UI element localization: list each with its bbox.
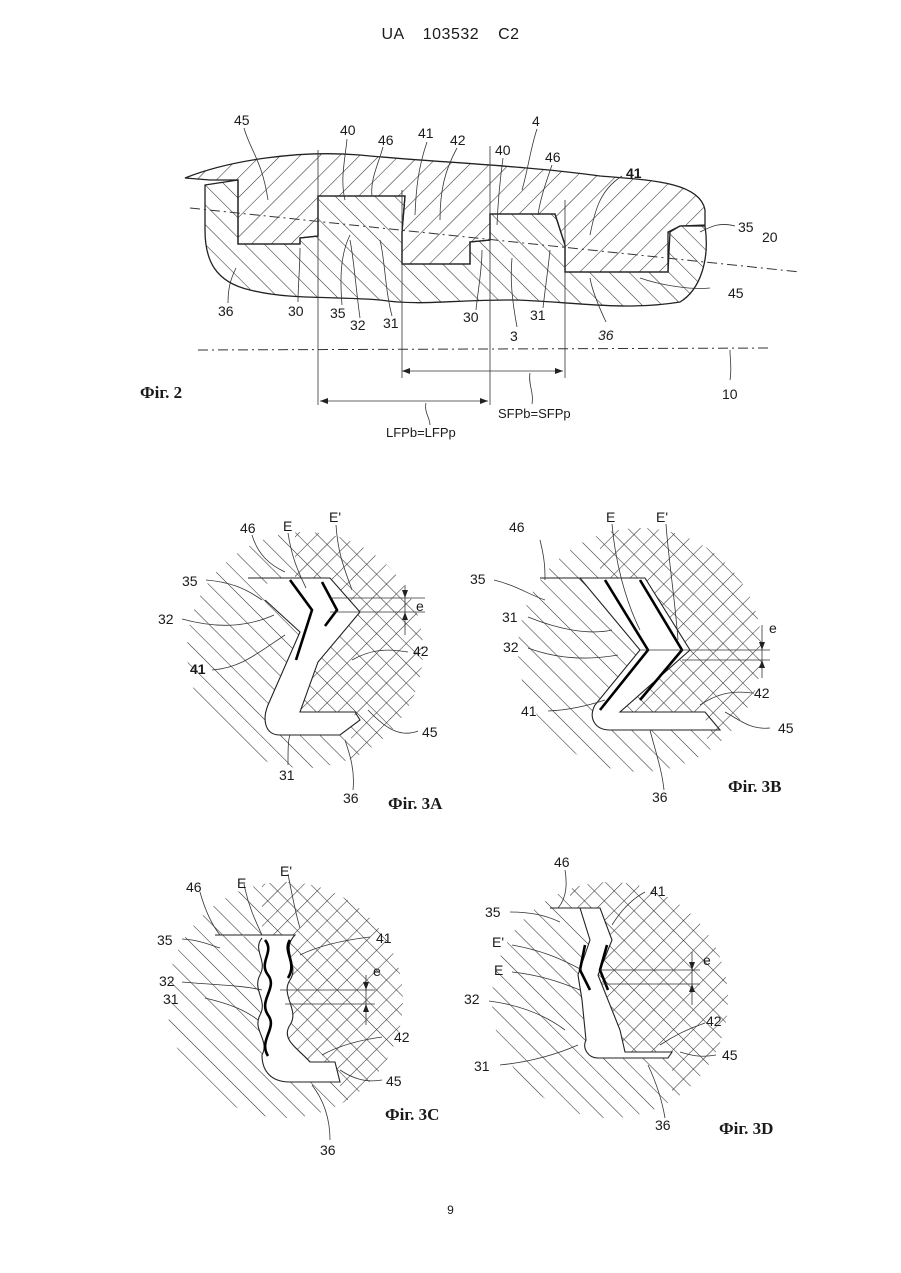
fig3c-label: 42: [394, 1029, 410, 1045]
fig3d-label: 32: [464, 991, 480, 1007]
fig3b-label: 35: [470, 571, 486, 587]
fig2-label: 41: [418, 125, 434, 141]
fig2-label: 45: [234, 112, 250, 128]
fig3c-caption: Фіг. 3C: [385, 1105, 439, 1124]
fig3b-label: 42: [754, 685, 770, 701]
fig3b-label: 31: [502, 609, 518, 625]
fig3c-label: 32: [159, 973, 175, 989]
fig3a-label: 46: [240, 520, 256, 536]
fig2-label: 3: [510, 328, 518, 344]
fig3a-label: 31: [279, 767, 295, 783]
fig3d-label: E: [494, 962, 503, 978]
fig2-label: 30: [288, 303, 304, 319]
fig3d-label: 36: [655, 1117, 671, 1133]
figure-3d: 46 41 35 E' e E 32 42 31 45 36 Фіг. 3D: [464, 820, 773, 1138]
figure-3b: 46 E E' 35 31 e 32 42 41 45 36 Фіг. 3B: [470, 470, 794, 805]
fig2-dim-short: SFPb=SFPp: [498, 406, 571, 421]
fig2-label: 20: [762, 229, 778, 245]
fig3a-caption: Фіг. 3A: [388, 794, 443, 813]
fig2-label: 46: [545, 149, 561, 165]
fig3d-caption: Фіг. 3D: [719, 1119, 773, 1138]
fig3d-label: 46: [554, 854, 570, 870]
fig3d-label: E': [492, 934, 504, 950]
fig3a-label: E': [329, 509, 341, 525]
fig2-label: 40: [495, 142, 511, 158]
fig3c-label: 41: [376, 930, 392, 946]
page-number: 9: [0, 1203, 901, 1217]
fig3a-label: 36: [343, 790, 359, 806]
fig2-label: 32: [350, 317, 366, 333]
fig3d-label: 42: [706, 1013, 722, 1029]
main-axis-line: [198, 348, 772, 350]
fig2-label: 35: [738, 219, 754, 235]
fig3c-label: E: [237, 875, 246, 891]
fig3d-label: 31: [474, 1058, 490, 1074]
fig2-label: 10: [722, 386, 738, 402]
fig2-label: 36: [218, 303, 234, 319]
fig3c-label: 35: [157, 932, 173, 948]
fig3b-label: E': [656, 509, 668, 525]
fig3c-label: 31: [163, 991, 179, 1007]
fig3a-label: 45: [422, 724, 438, 740]
fig3a-label: e: [416, 598, 424, 614]
fig2-label: 30: [463, 309, 479, 325]
fig3a-label: 41: [190, 661, 206, 677]
fig3d-label: e: [703, 952, 711, 968]
figure-3c: 46 E E' 35 41 e 32 31 42 45 36 Фіг. 3C: [157, 820, 439, 1158]
fig2-label: 31: [530, 307, 546, 323]
fig3c-label: E': [280, 863, 292, 879]
fig2-dim-long: LFPb=LFPp: [386, 425, 456, 440]
fig3c-label: 45: [386, 1073, 402, 1089]
fig2-caption: Фіг. 2: [140, 383, 182, 402]
fig3b-label: 32: [503, 639, 519, 655]
fig3b-caption: Фіг. 3B: [728, 777, 781, 796]
fig2-label: 35: [330, 305, 346, 321]
fig2-label: 45: [728, 285, 744, 301]
fig3d-label: 45: [722, 1047, 738, 1063]
fig3b-label: 46: [509, 519, 525, 535]
fig3c-label: 46: [186, 879, 202, 895]
fig2-label: 4: [532, 113, 540, 129]
fig2-label: 40: [340, 122, 356, 138]
fig2-label: 46: [378, 132, 394, 148]
fig2-label: 36: [598, 327, 614, 343]
fig3b-label: 41: [521, 703, 537, 719]
fig3a-label: 32: [158, 611, 174, 627]
figure-3a: E E' 46 35 e 32 42 41 45 31 36 Фіг. 3A: [158, 470, 443, 813]
fig3b-label: 45: [778, 720, 794, 736]
fig3b-label: 36: [652, 789, 668, 805]
fig3d-label: 35: [485, 904, 501, 920]
fig3a-label: 42: [413, 643, 429, 659]
fig3c-label: 36: [320, 1142, 336, 1158]
fig3b-label: E: [606, 509, 615, 525]
fig2-label: 41: [626, 165, 642, 181]
fig3b-label: e: [769, 620, 777, 636]
fig3c-label: e: [373, 963, 381, 979]
fig3a-label: 35: [182, 573, 198, 589]
figure-2: 45 40 46 41 42 4 40 46 41 35 20 45 36 30…: [140, 112, 800, 440]
fig2-label: 31: [383, 315, 399, 331]
fig3d-label: 41: [650, 883, 666, 899]
fig3a-label: E: [283, 518, 292, 534]
fig2-label: 42: [450, 132, 466, 148]
